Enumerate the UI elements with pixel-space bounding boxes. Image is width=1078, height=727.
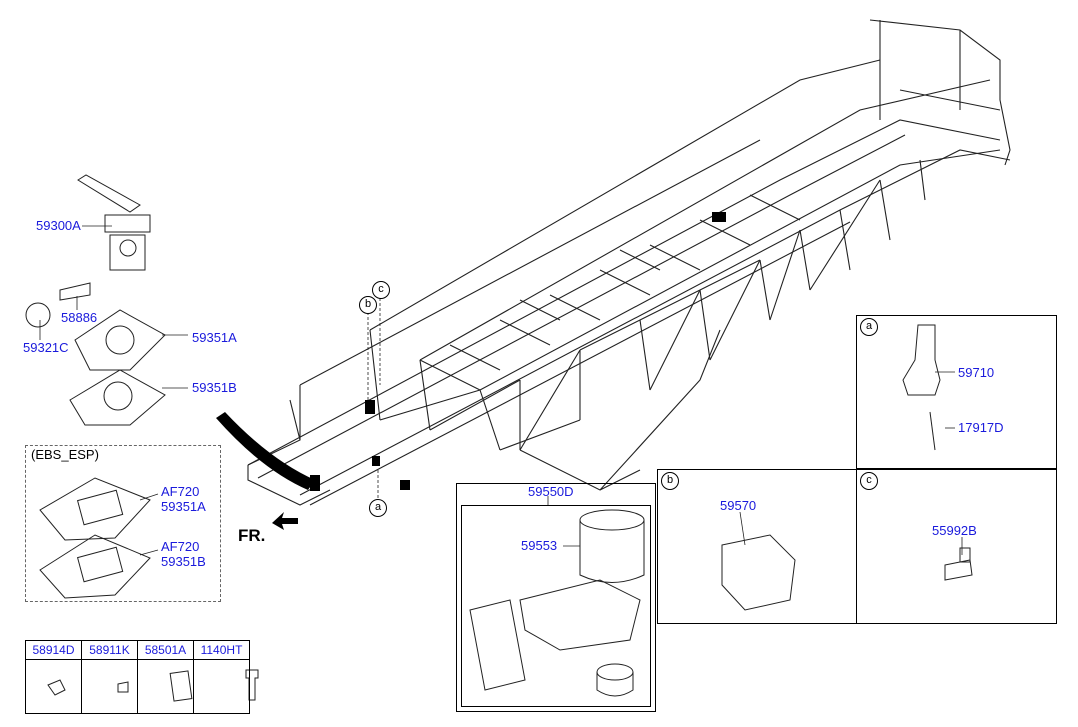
upper-rail-1 — [369, 59, 881, 331]
tee-55992B — [944, 547, 973, 581]
hose-17917D — [929, 411, 936, 451]
chassis-rail-left — [247, 119, 1001, 466]
callout-59300A: 59300A — [36, 218, 81, 233]
front-direction-label: FR. — [238, 526, 266, 545]
callout-af720-1: AF720 — [161, 484, 200, 499]
frame-fitting-3 — [400, 480, 410, 490]
valve-port — [119, 239, 137, 257]
parts-header-cell: 1140HT — [193, 640, 250, 660]
dryer-valve-body — [519, 579, 641, 651]
gasket-59351B — [69, 369, 166, 426]
parts-table: 58914D 58911K 58501A 1140HT — [25, 640, 250, 714]
hand-valve-59710 — [902, 324, 941, 396]
callout-59321C: 59321C — [23, 340, 69, 355]
leader-59570 — [739, 511, 746, 546]
callout-59351B-ebs: 59351B — [161, 554, 206, 569]
dryer-cartridge — [579, 520, 645, 583]
parts-image-cell — [81, 659, 138, 714]
parts-image-cell — [193, 659, 250, 714]
frame-fitting-4 — [712, 212, 726, 222]
ebs-esp-title: (EBS_ESP) — [31, 447, 99, 462]
box-59550D-inner — [461, 505, 651, 707]
box-b — [657, 469, 857, 624]
valve-handle — [77, 174, 141, 213]
callout-55992B: 55992B — [932, 523, 977, 538]
box-59550D — [456, 483, 656, 712]
valve-fitting — [59, 282, 91, 301]
gasket-59351B-hole — [103, 381, 133, 411]
frame-fitting-1 — [365, 400, 375, 414]
ebs-esp-box — [25, 445, 221, 602]
parts-image-cell — [137, 659, 194, 714]
dryer-block — [469, 599, 526, 691]
lower-truss — [519, 329, 721, 491]
upper-rail-4 — [299, 139, 761, 386]
callout-59570: 59570 — [720, 498, 757, 513]
marker-c: c — [372, 281, 390, 299]
upper-rail-3 — [479, 149, 1001, 391]
callout-59710: 59710 — [958, 365, 995, 380]
parts-header-cell: 58501A — [137, 640, 194, 660]
ebs-gasket-1 — [39, 477, 151, 541]
callout-59550D: 59550D — [528, 484, 574, 499]
upper-rail-2 — [419, 79, 991, 361]
parts-header-cell: 58914D — [25, 640, 82, 660]
gauge-59321C — [25, 302, 51, 328]
slats — [449, 194, 801, 371]
valve-body — [104, 214, 151, 271]
gasket-59351A-hole — [105, 325, 135, 355]
ebs-gasket-2-cutout — [76, 546, 124, 583]
box-a-marker: a — [860, 318, 878, 336]
fr-arrow — [272, 512, 298, 530]
valve-59570 — [721, 534, 796, 611]
frame-fitting-2 — [372, 456, 380, 466]
rear-frame — [869, 19, 1011, 166]
callout-17917D: 17917D — [958, 420, 1004, 435]
frame-fitting-5 — [310, 475, 320, 491]
callout-59351A: 59351A — [192, 330, 237, 345]
cross-members — [299, 159, 926, 451]
parts-image-cell — [25, 659, 82, 714]
gasket-59351A — [74, 309, 166, 371]
box-a — [856, 315, 1057, 469]
callout-59553: 59553 — [521, 538, 558, 553]
leader-af720-1 — [139, 493, 159, 501]
callout-59351A-ebs: 59351A — [161, 499, 206, 514]
box-c-marker: c — [860, 472, 878, 490]
box-c — [856, 469, 1057, 624]
parts-header-cell: 58911K — [81, 640, 138, 660]
marker-a: a — [369, 499, 387, 517]
callout-58886: 58886 — [61, 310, 98, 325]
chassis-rail-left-inner — [257, 134, 906, 479]
ebs-gasket-2 — [39, 534, 151, 599]
ebs-gasket-1-cutout — [76, 489, 124, 526]
callout-af720-2: AF720 — [161, 539, 200, 554]
leader-af720-2 — [139, 549, 159, 556]
callout-59351B: 59351B — [192, 380, 237, 395]
curve-pointer — [216, 412, 315, 490]
marker-b: b — [359, 296, 377, 314]
chassis-rail-right — [299, 149, 1011, 496]
cross-struts — [379, 179, 881, 451]
box-b-marker: b — [661, 472, 679, 490]
dryer-cap-body — [596, 672, 634, 697]
